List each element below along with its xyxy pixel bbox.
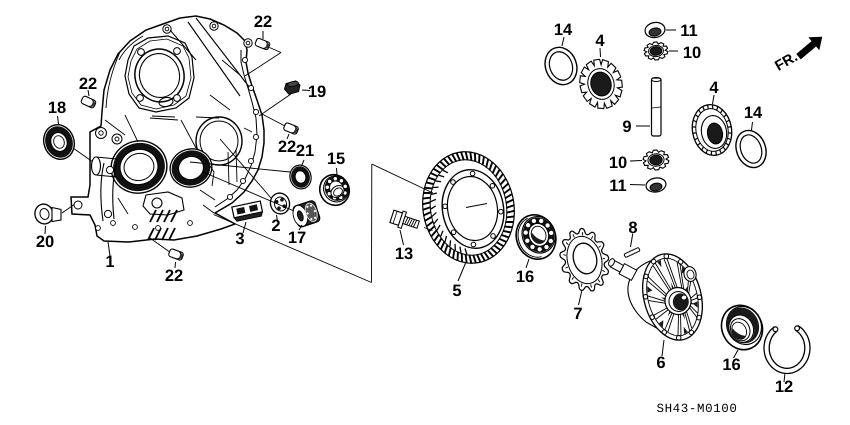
svg-text:14: 14: [554, 21, 573, 39]
svg-text:8: 8: [628, 219, 637, 237]
svg-text:22: 22: [254, 13, 272, 31]
svg-text:13: 13: [395, 245, 413, 263]
svg-text:12: 12: [775, 378, 793, 396]
svg-text:6: 6: [656, 354, 665, 372]
svg-text:21: 21: [296, 142, 314, 160]
svg-text:22: 22: [79, 75, 97, 93]
svg-text:5: 5: [452, 282, 461, 300]
svg-text:15: 15: [327, 150, 345, 168]
svg-text:10: 10: [683, 44, 701, 62]
svg-text:11: 11: [680, 22, 697, 40]
svg-text:20: 20: [36, 233, 54, 251]
svg-text:10: 10: [609, 154, 627, 172]
svg-text:1: 1: [105, 253, 114, 271]
svg-text:7: 7: [573, 305, 582, 323]
svg-text:2: 2: [271, 217, 280, 235]
svg-text:4: 4: [595, 32, 605, 50]
svg-text:22: 22: [165, 267, 183, 285]
svg-text:22: 22: [278, 138, 296, 156]
svg-text:16: 16: [516, 268, 534, 286]
svg-text:SH43-M0100: SH43-M0100: [656, 402, 737, 416]
svg-text:3: 3: [235, 230, 244, 248]
svg-text:9: 9: [622, 118, 631, 136]
svg-text:14: 14: [744, 104, 763, 122]
svg-text:16: 16: [722, 356, 740, 374]
svg-text:18: 18: [48, 99, 66, 117]
svg-text:11: 11: [609, 177, 626, 195]
svg-text:19: 19: [308, 83, 326, 101]
svg-text:4: 4: [709, 79, 719, 97]
svg-text:17: 17: [288, 229, 306, 247]
